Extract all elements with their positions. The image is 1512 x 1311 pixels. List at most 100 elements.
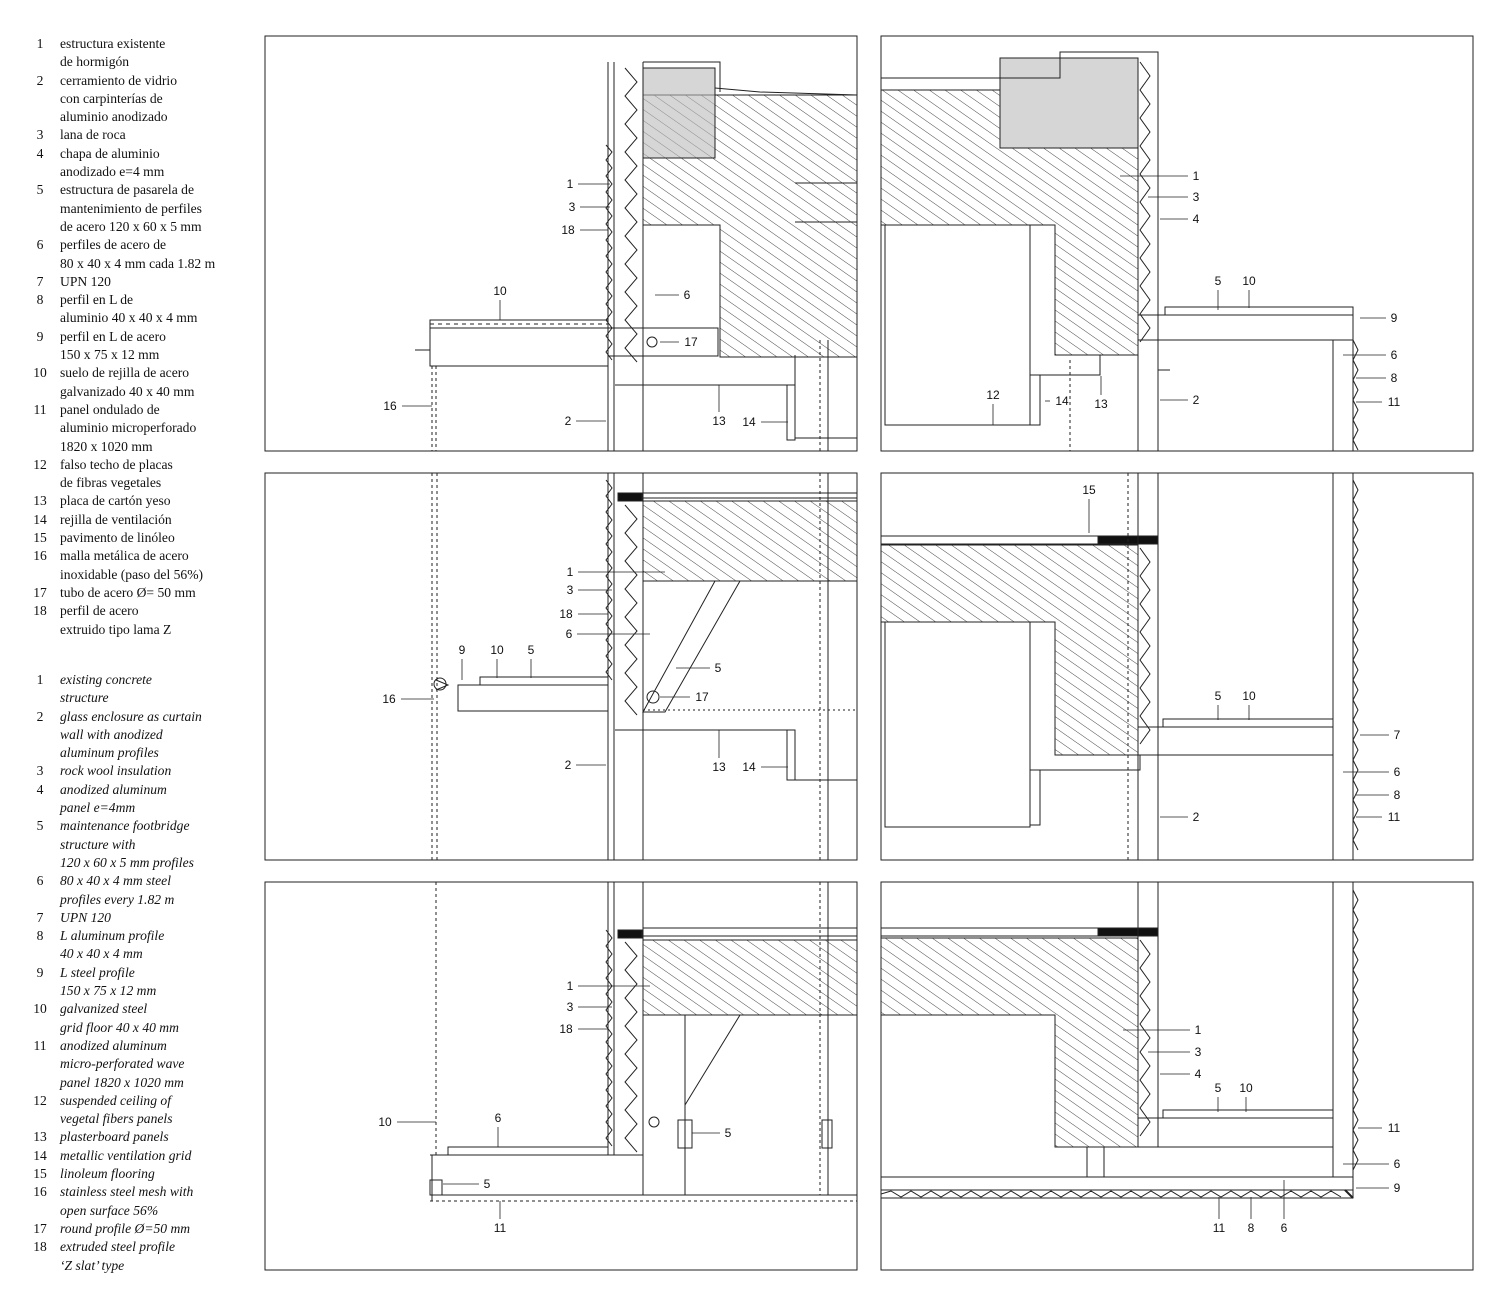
callout-label: 10 bbox=[493, 284, 507, 298]
callout-label: 16 bbox=[382, 692, 396, 706]
legend-item: 11 anodized aluminum micro-perforated wav… bbox=[0, 1037, 255, 1092]
grid-floor-10 bbox=[447, 1146, 609, 1156]
legend-number: 6 bbox=[36, 237, 44, 253]
legend-item: 16 malla metálica de acero inoxidable (pa… bbox=[0, 547, 255, 584]
rock-wool-zigzag bbox=[1139, 61, 1151, 343]
callout-label: 5 bbox=[484, 1177, 491, 1191]
legend-number: 3 bbox=[36, 127, 44, 143]
legend-number: 11 bbox=[33, 1037, 47, 1053]
legend-text: L aluminum profile 40 x 40 x 4 mm bbox=[60, 928, 165, 962]
callout-label: 9 bbox=[1391, 311, 1398, 325]
callout-label: 1 bbox=[1195, 1023, 1202, 1037]
callout-label: 6 bbox=[1391, 348, 1398, 362]
legend-text: estructura de pasarela de mantenimiento … bbox=[60, 182, 202, 234]
callout-label: 3 bbox=[567, 1000, 574, 1014]
rock-wool-zigzag bbox=[624, 941, 638, 1153]
callout-label: 10 bbox=[1242, 274, 1256, 288]
callout-label: 14 bbox=[742, 415, 756, 429]
legend-text: rock wool insulation bbox=[60, 763, 172, 779]
legend-number: 10 bbox=[33, 1001, 47, 1017]
wave-panel-11 bbox=[881, 1190, 1342, 1198]
legend-item: 9 L steel profile 150 x 75 x 12 mm bbox=[0, 964, 255, 1001]
z-slats bbox=[605, 929, 613, 1147]
callout-label: 9 bbox=[459, 643, 466, 657]
legend-number: 11 bbox=[33, 401, 47, 417]
round-profile-17 bbox=[648, 1116, 660, 1128]
legend-text: malla metálica de acero inoxidable (paso… bbox=[60, 548, 204, 582]
legend-text: suspended ceiling of vegetal fibers pane… bbox=[60, 1092, 173, 1127]
legend-item: 8 L aluminum profile 40 x 40 x 4 mm bbox=[0, 927, 255, 964]
callout-label: 3 bbox=[1195, 1045, 1202, 1059]
legend-number: 5 bbox=[36, 182, 44, 198]
legend-number: 8 bbox=[36, 928, 44, 944]
legend-text: linoleum flooring bbox=[60, 1166, 155, 1182]
wave-panel-11 bbox=[1352, 339, 1359, 451]
legend-text: glass enclosure as curtain wall with ano… bbox=[60, 708, 202, 761]
callout-label: 13 bbox=[712, 414, 726, 428]
callout-label: 18 bbox=[561, 223, 575, 237]
legend-item: 2 cerramiento de vidrio con carpinterías … bbox=[0, 72, 255, 127]
callout-label: 6 bbox=[1394, 765, 1401, 779]
legend-number: 4 bbox=[36, 145, 44, 161]
legend-text: cerramiento de vidrio con carpinterías d… bbox=[60, 72, 178, 125]
round-profile-17 bbox=[646, 336, 658, 348]
legend-number: 8 bbox=[36, 292, 44, 308]
rock-wool-zigzag bbox=[624, 504, 638, 716]
legend-number: 15 bbox=[33, 1166, 47, 1182]
concrete-slab bbox=[881, 544, 1139, 756]
callout-label: 8 bbox=[1391, 371, 1398, 385]
legend-text: metallic ventilation grid bbox=[60, 1147, 192, 1163]
legend-number: 14 bbox=[33, 511, 47, 527]
legend-number: 2 bbox=[36, 72, 44, 88]
callout-label: 11 bbox=[494, 1221, 507, 1235]
detail-panel-2 bbox=[880, 35, 1474, 452]
legend-text: extruded steel profile ‘Z slat’ type bbox=[60, 1239, 176, 1273]
legend-text: panel ondulado de aluminio microperforad… bbox=[60, 401, 197, 454]
callout-label: 6 bbox=[1394, 1157, 1401, 1171]
callout-label: 3 bbox=[567, 583, 574, 597]
legend-number: 17 bbox=[33, 1220, 47, 1236]
legend-text: L steel profile 150 x 75 x 12 mm bbox=[60, 964, 157, 999]
legend-number: 14 bbox=[33, 1147, 47, 1163]
legend-text: perfil de acero extruido tipo lama Z bbox=[60, 603, 172, 637]
callout-label: 1 bbox=[567, 177, 574, 191]
legend-text: anodized aluminum micro-perforated wave … bbox=[60, 1037, 185, 1090]
callout-label: 4 bbox=[1195, 1067, 1202, 1081]
callout-label: 5 bbox=[528, 643, 535, 657]
grid-floor-10 bbox=[1164, 306, 1354, 316]
legend-number: 15 bbox=[33, 530, 47, 546]
legend-number: 18 bbox=[33, 1239, 47, 1255]
legend-number: 17 bbox=[33, 584, 47, 600]
legend-text: estructura existente de hormigón bbox=[60, 36, 166, 70]
legend-text: perfil en L de acero 150 x 75 x 12 mm bbox=[60, 328, 166, 363]
callout-label: 6 bbox=[684, 288, 691, 302]
callout-label: 16 bbox=[383, 399, 397, 413]
callout-label: 10 bbox=[490, 643, 504, 657]
legend-number: 1 bbox=[36, 672, 44, 687]
callout-label: 15 bbox=[1082, 483, 1096, 497]
legend-number: 6 bbox=[36, 873, 44, 889]
callout-label: 6 bbox=[566, 627, 573, 641]
legend-text: placa de cartón yeso bbox=[60, 493, 171, 509]
legend-item: 11 panel ondulado de aluminio microperfor… bbox=[0, 401, 255, 456]
legend-number: 16 bbox=[33, 548, 47, 564]
callout-label: 2 bbox=[565, 758, 572, 772]
legend-number: 9 bbox=[36, 964, 44, 980]
legend-item: 18 extruded steel profile ‘Z slat’ type bbox=[0, 1238, 255, 1275]
callout-label: 2 bbox=[1193, 393, 1200, 407]
legend-text: falso techo de placas de fibras vegetale… bbox=[60, 456, 173, 491]
